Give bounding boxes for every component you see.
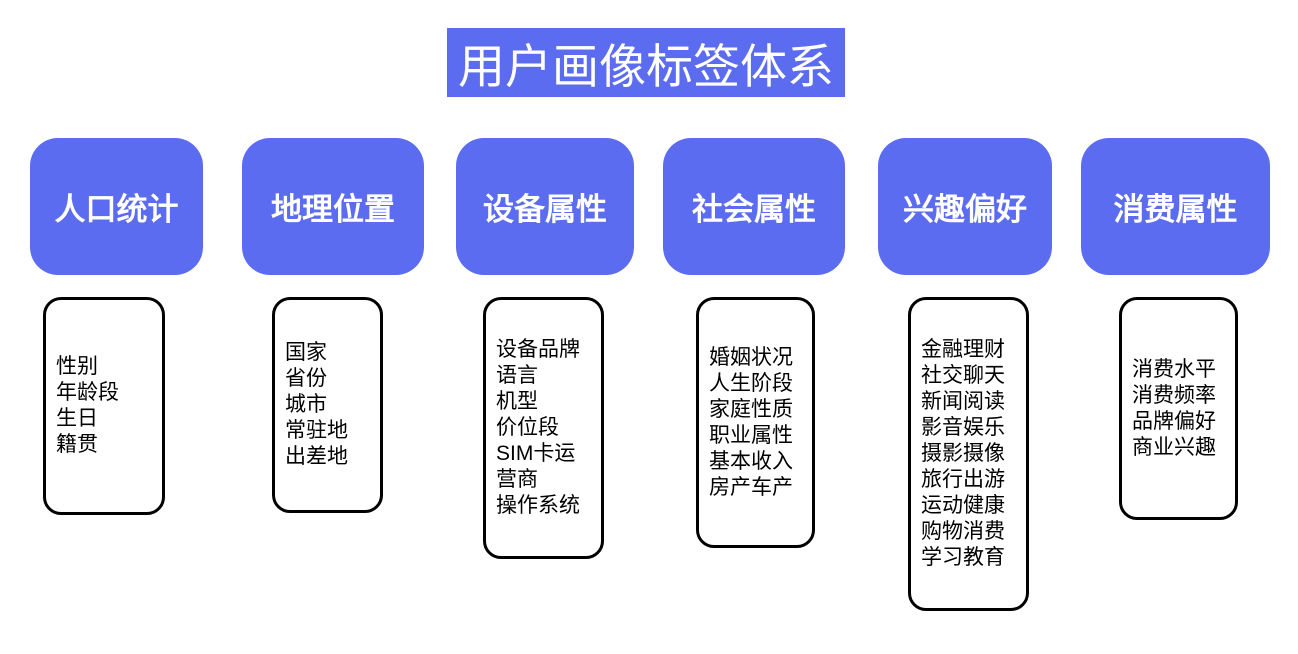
category-header-geo-location: 地理位置 xyxy=(242,138,424,275)
tag-item: 籍贯 xyxy=(56,433,98,456)
tag-item: SIM卡运营商 xyxy=(496,442,576,491)
tag-item: 常驻地 xyxy=(285,419,348,442)
tag-item: 基本收入 xyxy=(709,449,793,473)
tag-item: 购物消费 xyxy=(921,520,1005,543)
category-header-interest-preferences: 兴趣偏好 xyxy=(878,138,1052,275)
tag-box-device-attributes: 设备品牌语言机型价位段 SIM卡运营商操作系统 xyxy=(483,297,604,559)
category-header-device-attributes: 设备属性 xyxy=(456,138,634,275)
tag-item: 品牌偏好 xyxy=(1132,409,1216,433)
tag-item: 设备品牌 xyxy=(496,338,580,361)
tag-item: 城市 xyxy=(285,393,327,416)
tag-item: 婚姻状况 xyxy=(709,345,793,369)
tag-item: 出差地 xyxy=(285,445,348,468)
tag-item: 省份 xyxy=(285,367,327,390)
tag-box-geo-location: 国家省份城市常驻地出差地 xyxy=(272,297,383,513)
tag-list: 设备品牌语言机型价位段 SIM卡运营商操作系统 xyxy=(496,337,595,519)
tag-item: 运动健康 xyxy=(921,494,1005,517)
tag-item: 商业兴趣 xyxy=(1132,435,1216,459)
tag-item: 金融理财 xyxy=(921,338,1005,361)
tag-box-social-attributes: 婚姻状况人生阶段家庭性质职业属性基本收入房产车产 xyxy=(696,297,815,548)
tag-item: 消费水平 xyxy=(1132,357,1216,381)
tag-item: 家庭性质 xyxy=(709,397,793,421)
tag-item: 生日 xyxy=(56,407,98,430)
tag-box-interest-preferences: 金融理财社交聊天新闻阅读影音娱乐摄影摄像旅行出游运动健康购物消费学习教育 xyxy=(908,297,1029,611)
tag-item: 社交聊天 xyxy=(921,364,1005,387)
tag-item: 摄影摄像 xyxy=(921,442,1005,465)
tag-item: 影音娱乐 xyxy=(921,416,1005,439)
diagram-title: 用户画像标签体系 xyxy=(447,28,845,97)
tag-box-demographics: 性别年龄段生日籍贯 xyxy=(43,297,165,515)
tag-item: 价位段 xyxy=(496,416,559,439)
tag-list: 金融理财社交聊天新闻阅读影音娱乐摄影摄像旅行出游运动健康购物消费学习教育 xyxy=(921,337,1020,571)
category-header-consumption-attributes: 消费属性 xyxy=(1081,138,1270,275)
tag-list: 婚姻状况人生阶段家庭性质职业属性基本收入房产车产 xyxy=(709,345,806,501)
tag-item: 新闻阅读 xyxy=(921,390,1005,413)
tag-list: 国家省份城市常驻地出差地 xyxy=(285,340,374,470)
category-header-demographics: 人口统计 xyxy=(30,138,203,275)
tag-item: 年龄段 xyxy=(56,381,119,404)
tag-item: 机型 xyxy=(496,390,538,413)
tag-item: 人生阶段 xyxy=(709,371,793,395)
tag-item: 性别 xyxy=(56,355,98,378)
tag-list: 性别年龄段生日籍贯 xyxy=(56,354,156,458)
tag-item: 房产车产 xyxy=(709,475,793,499)
tag-item: 职业属性 xyxy=(709,423,793,447)
tag-item: 学习教育 xyxy=(921,546,1005,569)
tag-item: 语言 xyxy=(496,364,538,387)
category-header-social-attributes: 社会属性 xyxy=(663,138,845,275)
tag-item: 消费频率 xyxy=(1132,383,1216,407)
tag-item: 旅行出游 xyxy=(921,468,1005,491)
tag-list: 消费水平消费频率品牌偏好商业兴趣 xyxy=(1132,357,1229,461)
tag-item: 操作系统 xyxy=(496,494,580,517)
tag-item: 国家 xyxy=(285,341,327,364)
tag-box-consumption-attributes: 消费水平消费频率品牌偏好商业兴趣 xyxy=(1119,297,1238,520)
